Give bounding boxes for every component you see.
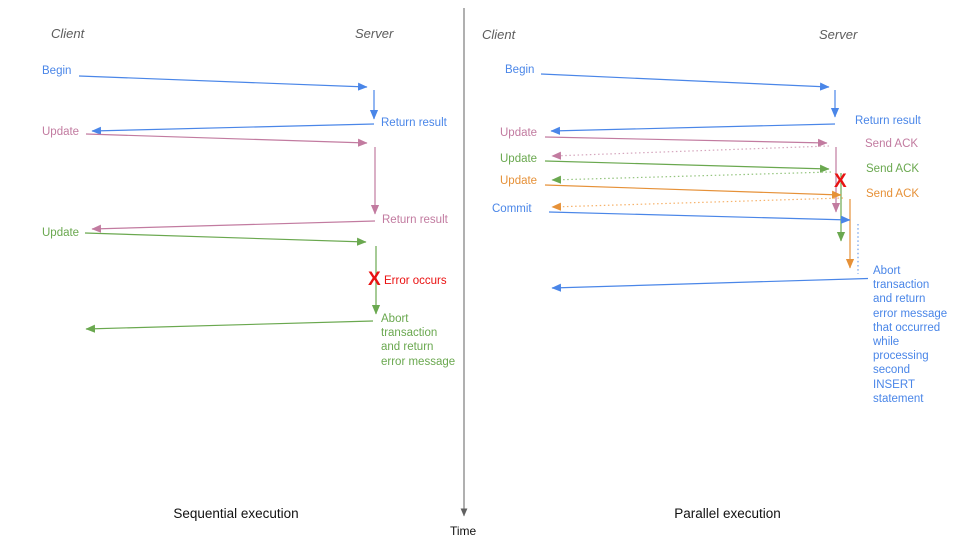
left-update-1-request-arrow: [85, 133, 368, 147]
left-update-2-request-arrow: [84, 232, 367, 246]
left-return-result-1-arrow: [91, 123, 375, 135]
left-error-x-icon: X: [368, 269, 381, 290]
right-error-x-icon: X: [834, 171, 847, 192]
left-server-header: Server: [355, 26, 394, 41]
left-error-occurs-label: Error occurs: [384, 275, 447, 287]
right-begin-request-arrow: [540, 73, 830, 91]
right-update-1-request-arrow: [544, 136, 828, 147]
left-update-1-label: Update: [42, 126, 80, 138]
right-abort-note: Abort transaction and return error messa…: [873, 265, 948, 405]
right-send-ack-1-label: Send ACK: [865, 138, 919, 150]
right-send-ack-2-label: Send ACK: [866, 163, 920, 175]
right-server-header: Server: [819, 27, 858, 42]
left-return-result-2-arrow: [91, 220, 376, 233]
right-return-result-label: Return result: [855, 115, 921, 127]
right-parallel-lines: [540, 73, 869, 292]
left-return-result-1-label: Return result: [381, 117, 447, 129]
right-client-header: Client: [482, 27, 516, 42]
right-commit-label: Commit: [492, 203, 532, 215]
left-abort-response-arrow: [85, 320, 374, 333]
left-client-header: Client: [51, 26, 85, 41]
left-update-2-label: Update: [42, 227, 80, 239]
right-update-3-request-arrow: [544, 184, 842, 199]
right-send-ack-3-arrow: [551, 197, 844, 211]
left-sequential-lines: [78, 75, 381, 333]
right-update-2-label: Update: [500, 153, 538, 165]
right-send-ack-3-label: Send ACK: [866, 188, 920, 200]
left-return-result-2-label: Return result: [382, 214, 448, 226]
right-update-1-label: Update: [500, 127, 538, 139]
right-diagram-title: Parallel execution: [674, 506, 781, 521]
right-send-ack-2-arrow: [551, 171, 832, 184]
right-return-result-arrow: [550, 123, 836, 135]
left-begin-label: Begin: [42, 65, 72, 77]
right-update-2-request-arrow: [544, 160, 830, 173]
right-commit-request-arrow: [548, 211, 851, 224]
right-begin-label: Begin: [505, 64, 535, 76]
right-send-ack-1-arrow: [551, 145, 830, 160]
right-abort-response-arrow: [551, 277, 869, 292]
left-abort-note: Abort transaction and return error messa…: [381, 313, 456, 368]
left-begin-request-arrow: [78, 75, 368, 91]
right-update-3-label: Update: [500, 175, 538, 187]
left-diagram-title: Sequential execution: [173, 506, 299, 521]
time-axis-label: Time: [450, 524, 477, 538]
